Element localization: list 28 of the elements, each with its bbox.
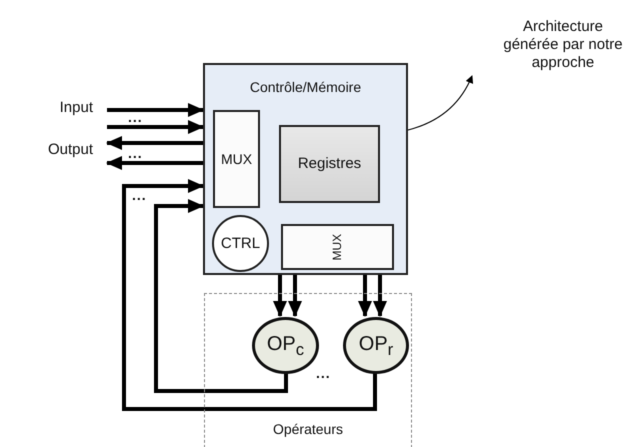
control-circle: CTRL: [212, 215, 269, 272]
arrow: [358, 275, 372, 317]
operator-ellipse: OP$_{c}$: [252, 317, 319, 374]
memory-control-panel: [203, 63, 408, 275]
annotation-text: Architecture générée par notre approche: [500, 12, 626, 78]
arrow: [106, 156, 203, 170]
arrow: [107, 120, 204, 134]
ellipsis-label: ...: [128, 112, 143, 122]
group-label: Opérateurs: [272, 421, 344, 438]
arrow: [122, 179, 377, 411]
block-title: Contrôle/Mémoire: [250, 79, 362, 96]
ellipsis-label: ...: [132, 190, 147, 200]
arrow: [373, 275, 387, 317]
ellipsis-label: ...: [316, 368, 331, 378]
arrow: [107, 103, 204, 117]
curved-arrow: [408, 75, 473, 130]
mux-box: MUX: [281, 224, 394, 270]
arrow: [106, 136, 203, 150]
input-label: Input: [50, 98, 93, 118]
ellipsis-label: ...: [128, 148, 143, 158]
operators-group-border: [204, 293, 412, 447]
arrow: [154, 199, 288, 393]
mux-box: MUX: [213, 110, 260, 208]
arrow: [288, 275, 302, 317]
operator-ellipse: OP$_{r}$: [343, 317, 409, 374]
register-box: Registres: [279, 125, 380, 203]
output-label: Output: [36, 140, 93, 160]
arrow: [273, 275, 287, 317]
